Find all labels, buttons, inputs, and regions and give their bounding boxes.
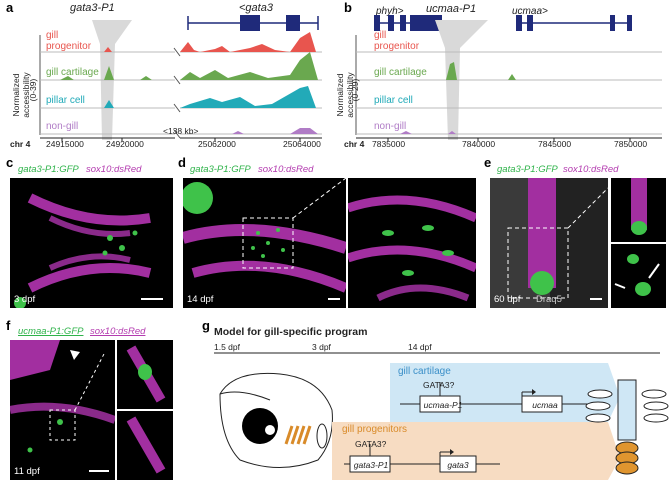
- panel-a-tracks: [39, 15, 322, 141]
- panel-b-track-label-4: non-gill: [374, 121, 407, 132]
- panel-a-track-label-2: gill cartilage: [46, 67, 99, 78]
- panel-b-tracks: [355, 15, 662, 141]
- panel-d-stage: 14 dpf: [187, 294, 214, 305]
- panel-c-image: 3 dpf: [10, 178, 173, 308]
- panel-g-gene-bottom: gata3: [447, 460, 469, 470]
- panel-g-enhancer-top: ucmaa-P1: [423, 400, 463, 410]
- panel-c-letter: c: [6, 155, 14, 170]
- panel-g-enhancer-bottom: gata3-P1: [353, 460, 389, 470]
- panel-b-track-label-3: pillar cell: [374, 95, 413, 106]
- panel-c-stage: 3 dpf: [14, 294, 36, 305]
- panel-d-title-magenta: sox10:dsRed: [258, 164, 314, 175]
- panel-g-progenitor-label: gill progenitors: [342, 424, 408, 435]
- panel-f-inset-top: [117, 340, 173, 409]
- panel-f-scale-bar: [89, 470, 109, 472]
- panel-g-timeline-1: 1.5 dpf: [214, 342, 240, 352]
- panel-a-track-label-4: non-gill: [46, 121, 79, 132]
- panel-e-letter: e: [484, 155, 492, 170]
- panel-g-cartilage-label: gill cartilage: [398, 366, 451, 377]
- panel-d-inset: [348, 178, 476, 308]
- panel-g-timeline-2: 3 dpf: [312, 342, 331, 352]
- panel-g-title: Model for gill-specific program: [214, 326, 368, 338]
- panel-f-image: 11 dpf: [10, 340, 115, 480]
- panel-b-chr: chr 4: [344, 139, 365, 149]
- panel-a-y-range: (0-39): [28, 78, 38, 102]
- panel-a-gap-label: <138 kb>: [163, 126, 199, 136]
- panel-a-letter: a: [6, 0, 14, 15]
- panel-f-title-green: ucmaa-P1:GFP: [18, 326, 84, 337]
- panel-a-tick-1: 24915000: [46, 139, 84, 149]
- panel-e-scale-bar: [590, 298, 602, 300]
- panel-g-model: [214, 352, 669, 480]
- panel-c-title-green: gata3-P1:GFP: [18, 164, 79, 175]
- panel-g-timeline-3: 14 dpf: [408, 342, 432, 352]
- panel-b-track-label-2: gill cartilage: [374, 67, 427, 78]
- panel-a-chr: chr 4: [10, 139, 31, 149]
- panel-b-tick-4: 7850000: [614, 139, 648, 149]
- panel-b-tick-3: 7845000: [538, 139, 572, 149]
- panel-g-factor-bottom: GATA3?: [355, 439, 387, 449]
- panel-b-gene-label-2: ucmaa-P1: [426, 3, 477, 15]
- panel-b-tick-1: 7835000: [372, 139, 406, 149]
- panel-b-gene-label-3: ucmaa>: [512, 6, 548, 17]
- panel-d-scale-bar: [328, 298, 340, 300]
- panel-a-gene-label: <gata3: [239, 2, 273, 14]
- panel-c-scale-bar: [141, 298, 163, 300]
- panel-e-title-green: gata3-P1:GFP: [497, 164, 558, 175]
- panel-f-letter: f: [6, 318, 11, 333]
- panel-e-inset-bottom: [611, 244, 666, 308]
- panel-e-stage: 60 dpf: [494, 294, 521, 305]
- panel-b-tick-2: 7840000: [462, 139, 496, 149]
- panel-b-y-range: (0-29): [350, 78, 360, 102]
- panel-f-title-magenta: sox10:dsRed: [90, 326, 146, 337]
- panel-g-factor-top: GATA3?: [423, 380, 455, 390]
- panel-f-inset-bottom: [117, 411, 173, 480]
- panel-b-letter: b: [344, 0, 352, 15]
- panel-b-gene-label-1: phyh>: [376, 6, 404, 17]
- panel-a-peak-label: gata3-P1: [70, 2, 115, 14]
- panel-d-title-green: gata3-P1:GFP: [190, 164, 251, 175]
- panel-e-title-magenta: sox10:dsRed: [563, 164, 619, 175]
- panel-a-tick-3: 25062000: [198, 139, 236, 149]
- panel-g-gene-top: ucmaa: [532, 400, 558, 410]
- panel-d-letter: d: [178, 155, 186, 170]
- panel-f-stage: 11 dpf: [14, 466, 40, 477]
- panel-g-letter: g: [202, 318, 210, 333]
- panel-e-inset-top: [611, 178, 666, 242]
- panel-d-image: 14 dpf: [183, 178, 346, 308]
- panel-c-title-magenta: sox10:dsRed: [86, 164, 142, 175]
- panel-e-image: 60 dpf Draq5: [490, 178, 608, 308]
- panel-a-track-label-1: gill progenitor: [46, 30, 92, 52]
- panel-a-track-label-3: pillar cell: [46, 95, 85, 106]
- panel-a-tick-4: 25064000: [283, 139, 321, 149]
- panel-a-tick-2: 24920000: [106, 139, 144, 149]
- panel-e-stain: Draq5: [536, 294, 562, 305]
- panel-b-track-label-1: gill progenitor: [374, 30, 420, 52]
